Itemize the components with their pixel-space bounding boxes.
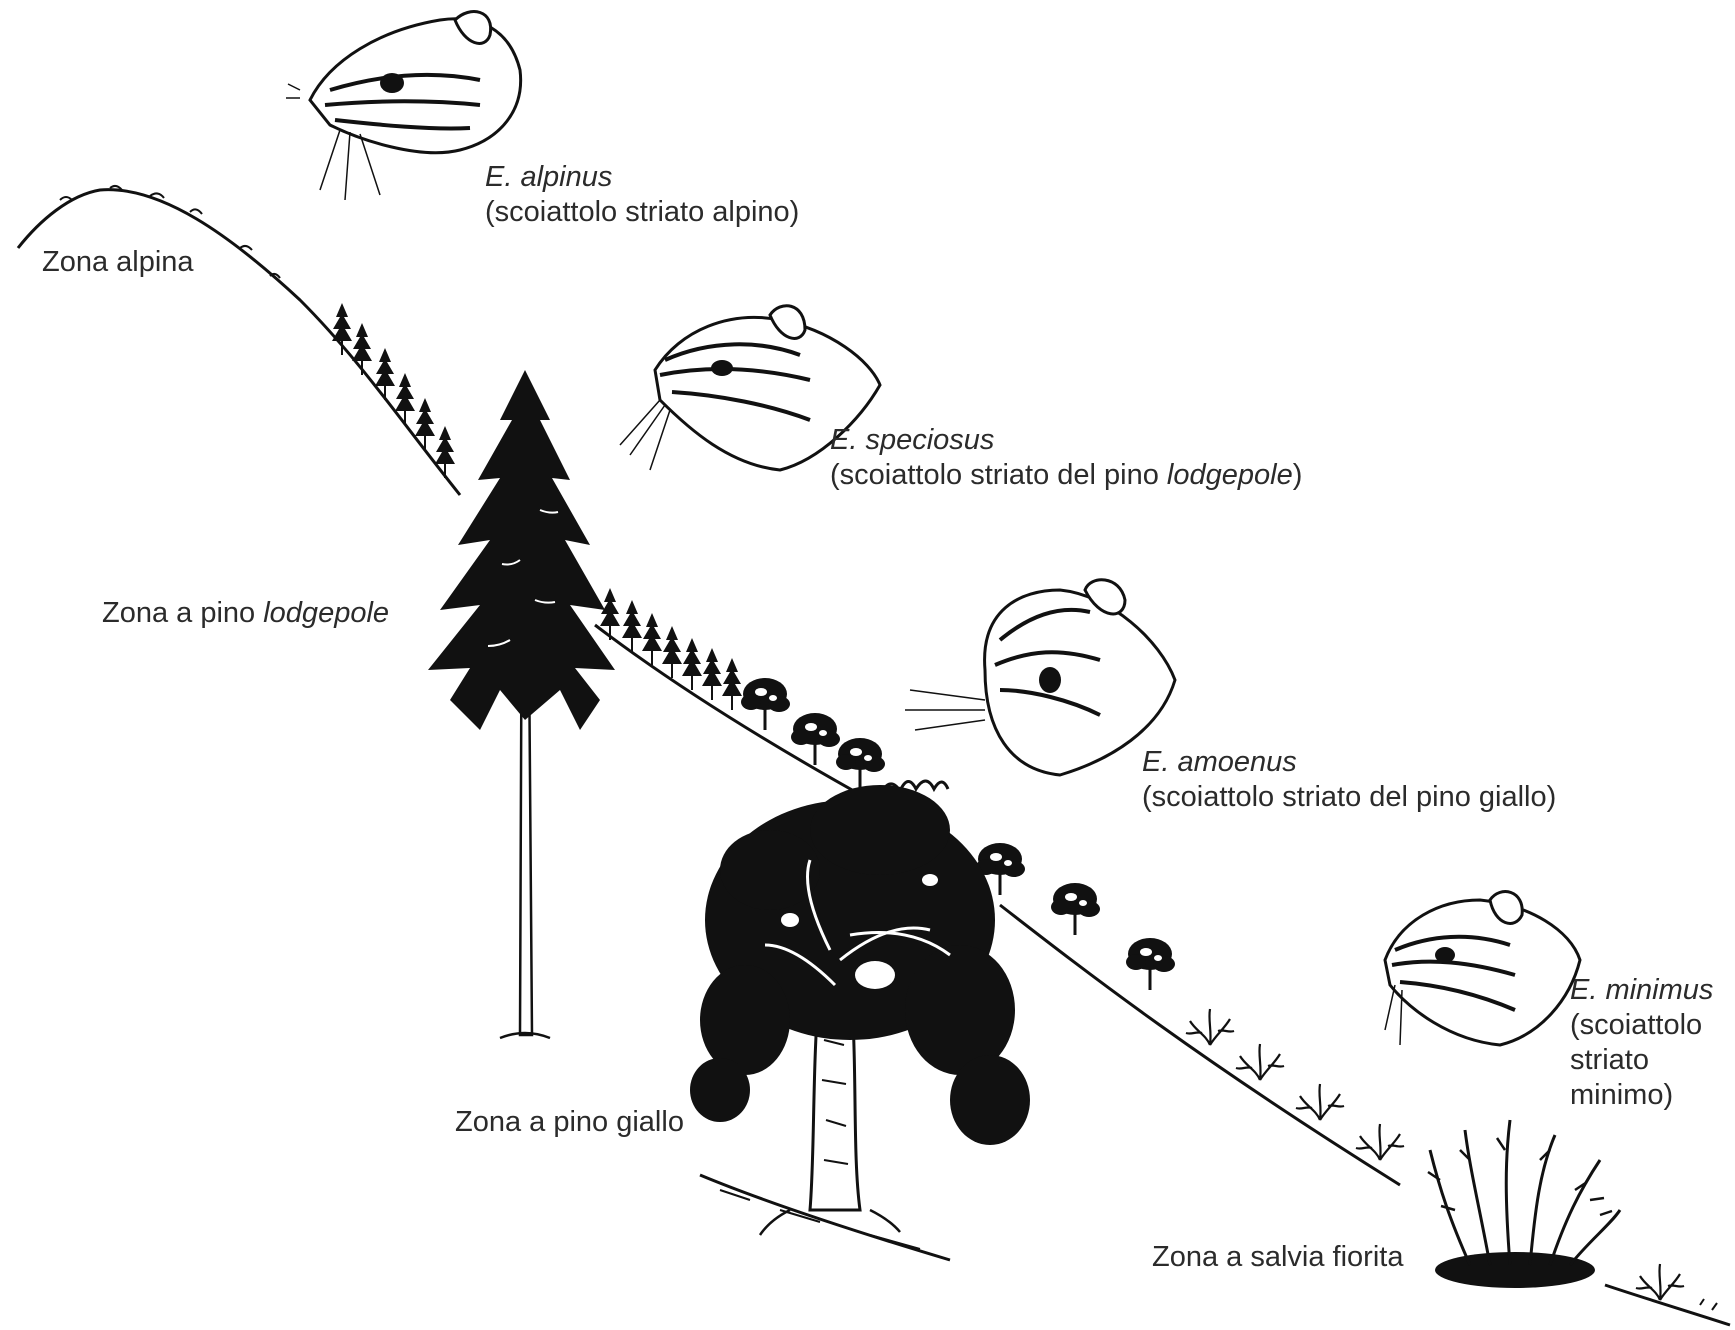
species-caption-amoenus: E. amoenus (scoiattolo striato del pino … [1142, 745, 1556, 815]
yellow-pine-slope [976, 843, 1404, 1185]
species-common-minimus-line1: (scoiattolo [1570, 1008, 1713, 1043]
chipmunk-minimus-illustration [1385, 892, 1580, 1045]
sage-bush [1428, 1120, 1620, 1288]
species-name-amoenus: E. amoenus [1142, 745, 1556, 780]
species-common-speciosus-italic: lodgepole [1167, 459, 1293, 491]
species-caption-speciosus: E. speciosus (scoiattolo striato del pin… [830, 423, 1302, 493]
species-name-minimus: E. minimus [1570, 973, 1713, 1008]
species-common-speciosus-suffix: ) [1293, 459, 1303, 491]
sage-slope [1605, 1264, 1730, 1325]
species-common-speciosus-prefix: (scoiattolo striato del pino [830, 459, 1167, 491]
zone-label-lodgepole-italic: lodgepole [263, 597, 389, 629]
zone-label-sage: Zona a salvia fiorita [1152, 1240, 1403, 1275]
zone-label-alpine: Zona alpina [42, 245, 194, 280]
lodgepole-pine-tree [428, 370, 615, 1038]
species-name-alpinus: E. alpinus [485, 160, 799, 195]
chipmunk-amoenus-illustration [905, 580, 1175, 775]
zone-label-yellow-pine: Zona a pino giallo [455, 1105, 684, 1140]
species-common-minimus-line3: minimo) [1570, 1078, 1713, 1113]
species-name-speciosus: E. speciosus [830, 423, 1302, 458]
species-caption-minimus: E. minimus (scoiattolo striato minimo) [1570, 973, 1713, 1113]
alpine-slope [18, 186, 460, 495]
lodgepole-slope [595, 588, 948, 800]
species-common-alpinus: (scoiattolo striato alpino) [485, 195, 799, 230]
species-caption-alpinus: E. alpinus (scoiattolo striato alpino) [485, 160, 799, 230]
zone-label-lodgepole-prefix: Zona a pino [102, 597, 263, 629]
species-common-amoenus: (scoiattolo striato del pino giallo) [1142, 780, 1556, 815]
zone-label-lodgepole: Zona a pino lodgepole [102, 596, 389, 631]
species-common-minimus-line2: striato [1570, 1043, 1713, 1078]
